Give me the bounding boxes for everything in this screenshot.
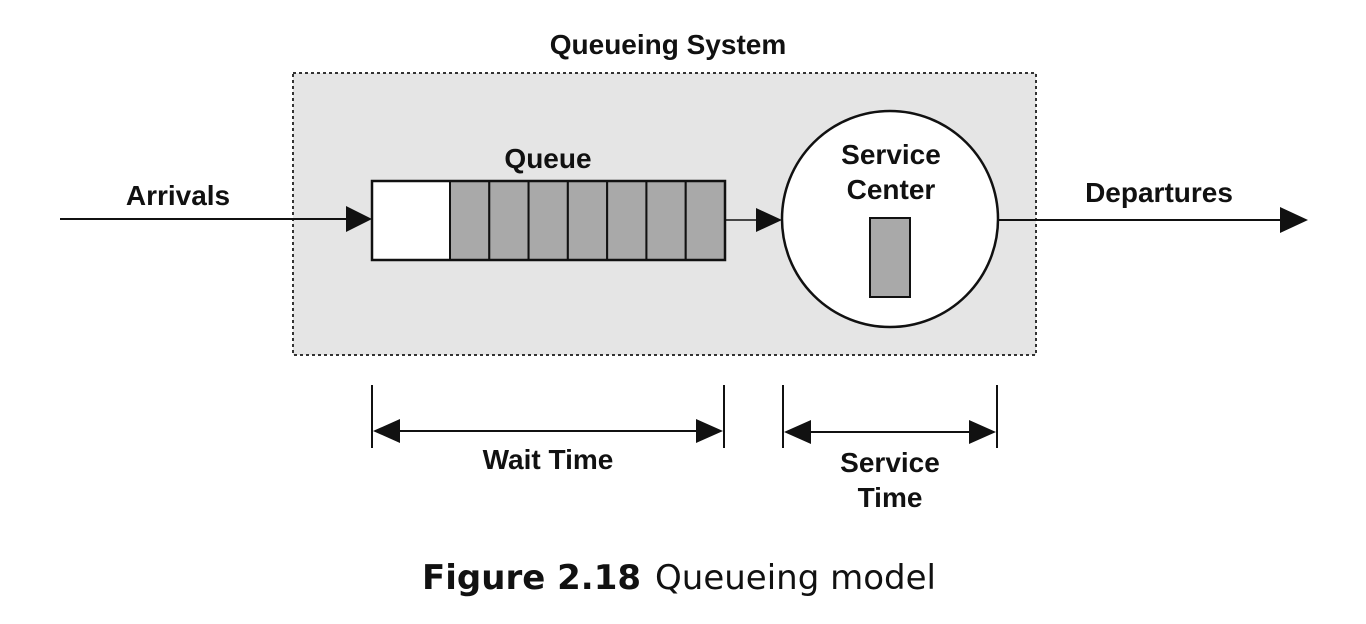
figure-caption-text: Queueing model (655, 558, 936, 598)
queue-slot-filled (606, 180, 648, 261)
figure-caption: Figure 2.18 Queueing model (422, 558, 936, 598)
queue-slot-empty (371, 180, 451, 261)
service-item (869, 217, 911, 298)
queue-slot-filled (488, 180, 530, 261)
queue-buffer (371, 180, 727, 261)
queue-slot-filled (449, 180, 491, 261)
wait-time-label: Wait Time (483, 444, 614, 475)
queue-label: Queue (504, 143, 591, 174)
queue-slot-filled (684, 180, 727, 261)
service-center-label-line2: Center (847, 174, 936, 205)
service-time-dimension (782, 385, 998, 448)
service-time-label-line1: Service (840, 447, 940, 478)
departures-label: Departures (1085, 177, 1233, 208)
arrivals-label: Arrivals (126, 180, 230, 211)
service-time-label-line2: Time (858, 482, 923, 513)
figure-number: Figure 2.18 (422, 558, 641, 598)
queue-to-server-arrowhead (756, 208, 782, 232)
queue-slot-filled (566, 180, 609, 261)
arrivals-arrowhead (346, 206, 372, 232)
departures-arrowhead (1280, 207, 1308, 233)
wait-time-dimension (371, 385, 725, 448)
queue-slot-filled (645, 180, 687, 261)
service-center-label-line1: Service (841, 139, 941, 170)
queue-slot-filled (527, 180, 569, 261)
queueing-system-title: Queueing System (550, 29, 787, 60)
